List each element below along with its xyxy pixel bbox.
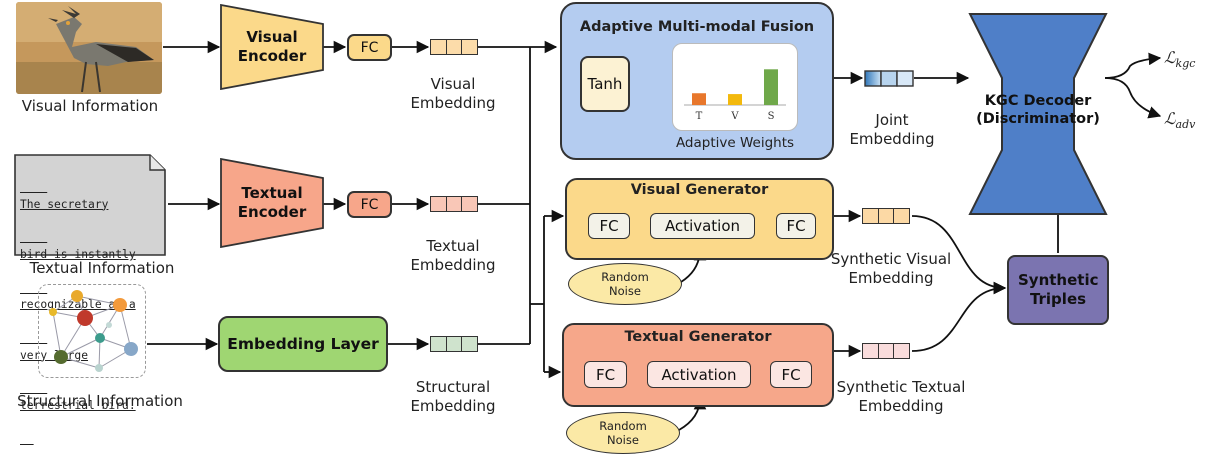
noise-text: Random Noise: [599, 419, 647, 447]
loss-kgc-subscript: kgc: [1175, 57, 1196, 71]
textual-information-label: Textual Information: [29, 259, 175, 277]
visual-generator-title: Visual Generator: [630, 182, 769, 198]
loss-adv-subscript: adv: [1175, 118, 1196, 132]
joint-embedding-vector: [864, 70, 914, 87]
visual-encoder-text: Visual Encoder: [237, 28, 307, 65]
structural-information-label: Structural Information: [17, 392, 183, 410]
document-icon: [14, 154, 166, 256]
doc-line: bird is instantly: [20, 247, 136, 261]
textual-generator-title: Textual Generator: [624, 329, 772, 345]
visual-gen-fc2: FC: [776, 213, 816, 239]
weight-label-v: V: [730, 111, 739, 122]
graph-icon: [38, 284, 146, 378]
textual-gen-fc1: FC: [584, 361, 627, 388]
visual-fc: FC: [347, 34, 392, 61]
visual-gen-activation: Activation: [650, 213, 755, 239]
noise-text: Random Noise: [601, 270, 649, 298]
kgc-decoder-hourglass: [968, 13, 1108, 215]
fusion-title: Adaptive Multi-modal Fusion: [579, 19, 815, 35]
random-noise-textual: Random Noise: [566, 412, 680, 454]
structural-embedding-vector: [430, 336, 478, 352]
visual-embedding-vector: [430, 39, 478, 55]
textual-gen-fc2: FC: [770, 361, 812, 388]
tanh-box: Tanh: [580, 56, 630, 112]
bird-photo: [16, 2, 162, 94]
synthetic-visual-embedding-vector: [862, 208, 910, 224]
synthetic-triples-text: Synthetic Triples: [1018, 271, 1099, 308]
visual-information-label: Visual Information: [21, 97, 159, 115]
weight-bar-s: [764, 69, 778, 105]
synthetic-visual-embedding-label: Synthetic Visual Embedding: [830, 250, 952, 287]
kgc-decoder-text: KGC Decoder (Discriminator): [976, 93, 1100, 127]
visual-encoder: [220, 4, 324, 90]
loss-adv: ℒadv: [1164, 109, 1214, 134]
visual-embedding-label: Visual Embedding: [410, 75, 496, 112]
doc-line: terrestrial bird.: [20, 399, 136, 413]
loss-kgc: ℒkgc: [1164, 48, 1214, 73]
structural-embedding-label: Structural Embedding: [410, 378, 496, 415]
loss-kgc-symbol: ℒ: [1164, 48, 1176, 67]
synthetic-textual-embedding-vector: [862, 343, 910, 359]
textual-embedding-label: Textual Embedding: [410, 237, 496, 274]
weight-label-t: T: [696, 111, 703, 122]
doc-line: The secretary: [20, 197, 109, 211]
weight-bar-v: [728, 94, 742, 105]
textual-encoder: [220, 158, 324, 248]
visual-gen-fc1: FC: [588, 213, 630, 239]
synthetic-textual-embedding-label: Synthetic Textual Embedding: [836, 378, 966, 415]
synthetic-triples: Synthetic Triples: [1007, 255, 1109, 325]
textual-gen-activation: Activation: [647, 361, 751, 388]
textual-embedding-vector: [430, 196, 478, 212]
visual-encoder-label: Visual Encoder: [220, 14, 324, 80]
textual-encoder-label: Textual Encoder: [220, 170, 324, 236]
joint-embedding-label: Joint Embedding: [849, 111, 935, 148]
random-noise-visual: Random Noise: [568, 263, 682, 305]
kgc-decoder-label: KGC Decoder (Discriminator): [968, 70, 1108, 150]
adaptive-weights-caption: Adaptive Weights: [675, 135, 795, 151]
textual-fc: FC: [347, 191, 392, 218]
weight-label-s: S: [768, 111, 775, 122]
textual-encoder-text: Textual Encoder: [237, 184, 307, 221]
loss-adv-symbol: ℒ: [1164, 109, 1176, 128]
embedding-layer: Embedding Layer: [218, 316, 388, 372]
weight-bar-t: [692, 93, 706, 105]
